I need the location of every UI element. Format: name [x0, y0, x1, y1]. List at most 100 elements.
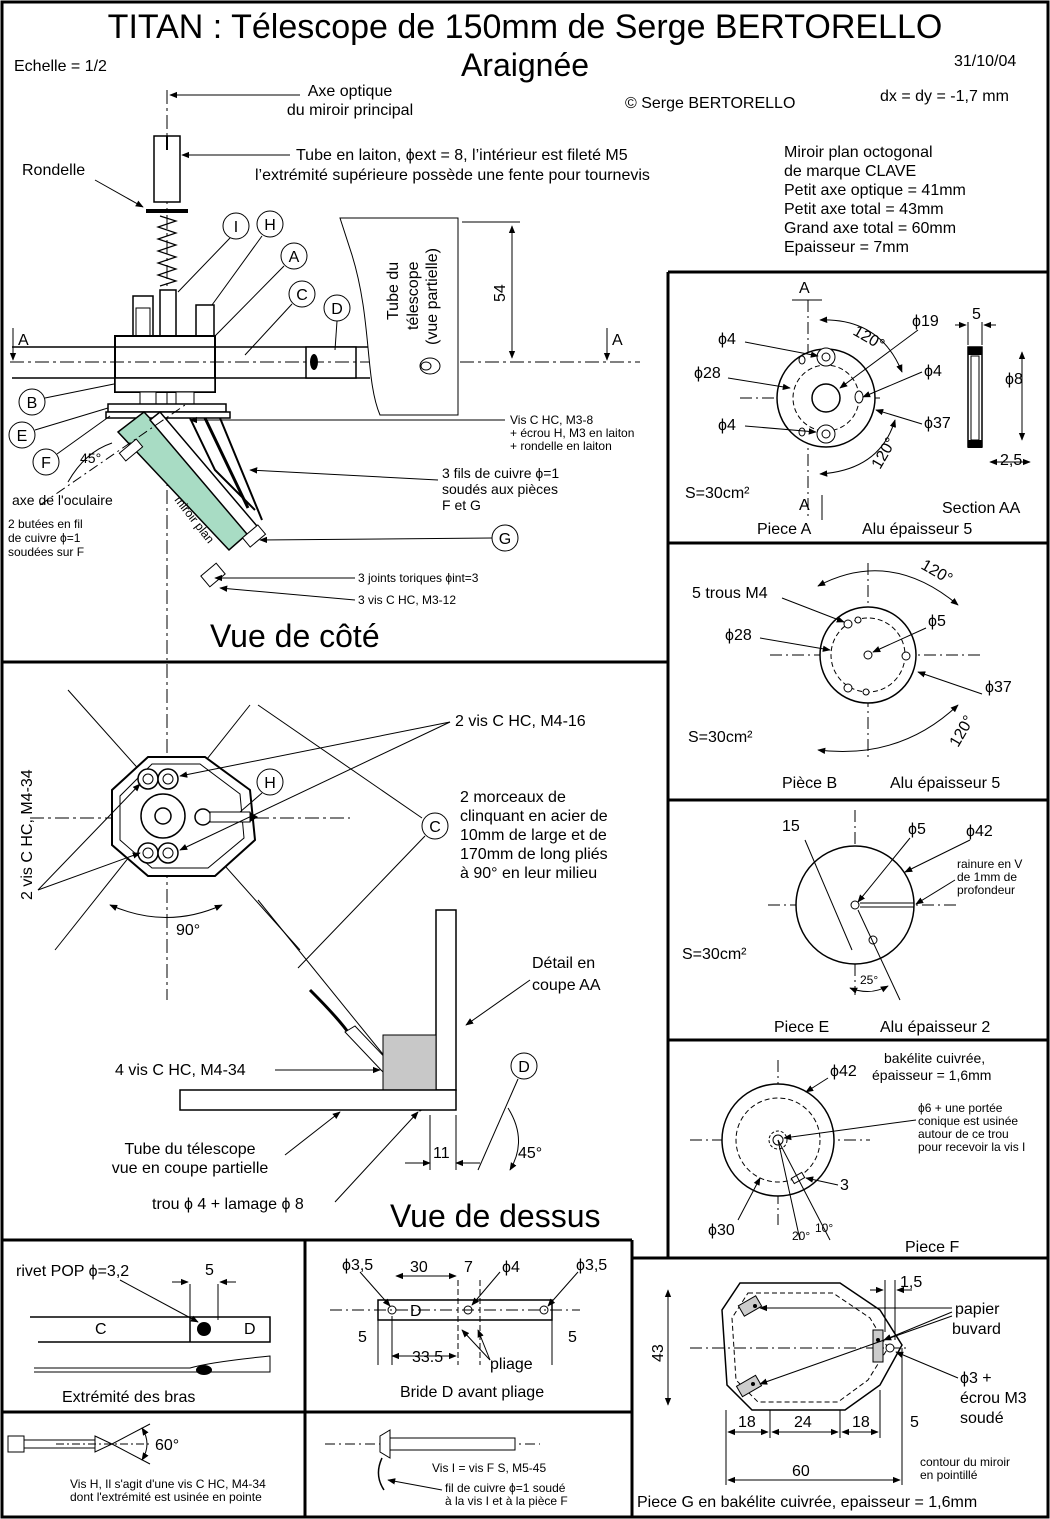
pe-angle-25: 25° — [860, 973, 878, 987]
tube-section-label: Tube du télescope — [124, 1141, 255, 1158]
part-label-a: A — [280, 242, 308, 270]
wires-note: 3 fils de cuivre ϕ=1 — [442, 465, 559, 481]
steel-strips-note: 170mm de long pliés — [460, 846, 608, 863]
piece-e-plate — [107, 403, 227, 413]
part-label-text: D — [331, 301, 343, 318]
pa-dim-25: 2,5 — [1000, 452, 1022, 469]
pa-sec-top: A — [799, 280, 810, 297]
pf-bakelite: épaisseur = 1,6mm — [872, 1067, 991, 1083]
scale-label: Echelle = 1/2 — [14, 58, 107, 75]
bride-d: 30 7 ϕ3,5 ϕ4 ϕ3,5 D 5 5 33.5 pliage Brid… — [330, 1257, 607, 1401]
part-label-text: A — [289, 249, 300, 266]
pa-phi4-right: ϕ4 — [924, 363, 942, 380]
ae-rivet: rivet POP ϕ=3,2 — [16, 1263, 129, 1280]
screws-m3-note: 3 vis C HC, M3-12 — [358, 593, 456, 607]
pe-groove: de 1mm de — [957, 870, 1017, 884]
part-label-b: B — [18, 388, 46, 416]
pf-note: ϕ6 + une portée — [918, 1101, 1003, 1115]
pg-dim-18a: 18 — [738, 1414, 756, 1431]
part-label-c: C — [421, 812, 449, 840]
piece-a: 120° 120° A A ϕ4 ϕ28 ϕ4 ϕ19 ϕ4 ϕ37 5 ϕ8 … — [685, 280, 1031, 538]
tube-label: Tube du — [385, 262, 402, 320]
mirror-spec-line: Miroir plan octogonal — [784, 144, 933, 161]
pa-phi37: ϕ37 — [924, 415, 951, 432]
hole-note: trou ϕ 4 + lamage ϕ 8 — [152, 1196, 304, 1213]
part-label-d: D — [510, 1052, 538, 1080]
pa-material: Alu épaisseur 5 — [862, 521, 972, 538]
pa-phi4-top: ϕ4 — [718, 331, 736, 348]
pg-dim-18b: 18 — [852, 1414, 870, 1431]
page-title: TITAN : Télescope de 150mm de Serge BERT… — [108, 8, 943, 46]
part-label-h: H — [256, 210, 284, 238]
pb-area: S=30cm² — [688, 729, 753, 746]
part-label-text: B — [27, 395, 38, 412]
wires-note: soudés aux pièces — [442, 481, 558, 497]
pa-phi8: ϕ8 — [1005, 371, 1023, 388]
pa-phi4-bottom: ϕ4 — [718, 417, 736, 434]
mirror-spec-line: Grand axe total = 60mm — [784, 220, 956, 237]
axis-label: du miroir principal — [287, 102, 413, 119]
top-view: 2 vis C HC, M4-16 2 vis C HC, M4-34 H C … — [19, 664, 608, 1234]
part-label-text: I — [234, 219, 238, 236]
section-marker-a: A — [612, 332, 623, 349]
angle-90: 90° — [176, 922, 200, 939]
ae-label-c: C — [95, 1321, 107, 1338]
pb-angle-top: 120° — [918, 557, 955, 588]
screws-4-label: 4 vis C HC, M4-34 — [115, 1062, 246, 1079]
offset-label: dx = dy = -1,7 mm — [880, 88, 1009, 105]
pa-section: Section AA — [942, 500, 1021, 517]
part-label-c: C — [288, 280, 316, 308]
pg-dim-24: 24 — [794, 1414, 812, 1431]
side-view: Axe optique du miroir principal Tube en … — [8, 83, 650, 660]
eyepiece-axis-label: axe de l'oculaire — [12, 492, 113, 508]
mirror-spec: Miroir plan octogonal de marque CLAVE Pe… — [784, 144, 966, 256]
bd-phi35-left: ϕ3,5 — [342, 1257, 373, 1274]
pa-area: S=30cm² — [685, 485, 750, 502]
pb-angle-bottom: 120° — [947, 713, 978, 750]
dim-11: 11 — [433, 1145, 450, 1162]
screw-i: Vis I = vis F S, M5-45 fil de cuivre ϕ=1… — [325, 1429, 568, 1508]
screw-note: Vis C HC, M3-8 — [510, 413, 593, 427]
part-label-text: F — [41, 455, 51, 472]
pa-phi28: ϕ28 — [694, 365, 721, 382]
vh-angle: 60° — [155, 1437, 179, 1454]
angle-45: 45° — [80, 450, 101, 466]
vh-note: dont l'extrémité est usinée en pointe — [70, 1490, 262, 1504]
screw-note: + rondelle en laiton — [510, 439, 612, 453]
arm-end: 5 rivet POP ϕ=3,2 C D Extrémité des bras — [16, 1262, 271, 1406]
tube-label: télescope — [405, 261, 422, 330]
section-detail-wall — [435, 909, 457, 1091]
screw-note: + écrou H, M3 en laiton — [510, 426, 634, 440]
pb-phi28: ϕ28 — [725, 627, 752, 644]
ae-dim-5: 5 — [205, 1262, 214, 1279]
pa-name: Piece A — [757, 521, 812, 538]
mirror-spec-line: Epaisseur = 7mm — [784, 239, 909, 256]
pg-title: Piece G en bakélite cuivrée, epaisseur =… — [637, 1494, 977, 1511]
bd-dim-5-right: 5 — [568, 1329, 577, 1346]
bd-title: Bride D avant pliage — [400, 1384, 544, 1401]
pg-contour: contour du miroir — [920, 1455, 1010, 1469]
pf-note: conique est usinée — [918, 1114, 1018, 1128]
pf-note: pour recevoir la vis I — [918, 1140, 1025, 1154]
stops-note: 2 butées en fil — [8, 517, 83, 531]
bd-label-d: D — [410, 1303, 422, 1320]
pe-phi42: ϕ42 — [966, 823, 993, 840]
bd-dim-335: 33.5 — [412, 1349, 443, 1366]
vi-note: à la vis I et à la pièce F — [445, 1494, 568, 1508]
bd-phi35-right: ϕ3,5 — [576, 1257, 607, 1274]
steel-strips-note: clinquant en acier de — [460, 808, 608, 825]
pg-phi3: soudé — [960, 1410, 1004, 1427]
part-label-text: H — [264, 217, 276, 234]
brass-tube-label: l’extrémité supérieure possède une fente… — [255, 167, 650, 184]
dim-54: 54 — [492, 284, 509, 302]
bd-dim-30: 30 — [410, 1259, 428, 1276]
pg-contour: en pointillé — [920, 1468, 978, 1482]
piece-b: 120° 120° 5 trous M4 ϕ28 ϕ5 ϕ37 S=30cm² … — [688, 557, 1012, 792]
pg-paper: buvard — [952, 1321, 1001, 1338]
washer-label: Rondelle — [22, 162, 85, 179]
pg-phi3: ϕ3 + — [960, 1370, 992, 1387]
part-label-e: E — [8, 421, 36, 449]
bd-fold: pliage — [490, 1356, 533, 1373]
section-detail-label: coupe AA — [532, 977, 601, 994]
